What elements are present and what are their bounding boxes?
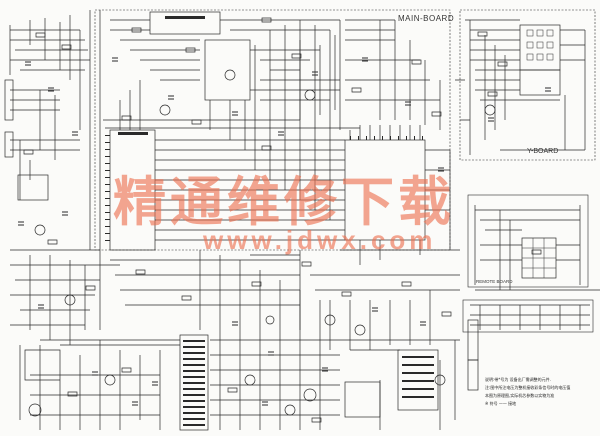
- watermark-url: www.jdwx.com: [203, 225, 437, 255]
- remote-board-label: REMOTE BOARD: [476, 279, 513, 284]
- watermark-text: 精通维修下载: [113, 172, 455, 233]
- keyboard-board-outline: [462, 299, 594, 333]
- y-board-outline: [459, 9, 596, 161]
- left-connector-b: [4, 131, 14, 158]
- note-line-2: 注:图中所注电压为整机接收彩条信号时的电压值: [485, 385, 571, 390]
- tuner-title-bar: [165, 16, 205, 19]
- main-cpu-label-block: [118, 132, 148, 135]
- right-connector-b: [467, 359, 479, 391]
- y-board-label: Y-BOARD: [527, 148, 559, 155]
- crt-socket: [519, 24, 561, 71]
- transistors: [28, 69, 496, 417]
- power-ic: [397, 349, 439, 411]
- capacitors: [18, 57, 551, 406]
- wiring-lower-left: [10, 249, 180, 430]
- wiring-upper-left: [9, 15, 90, 200]
- power-regulator: [344, 381, 381, 418]
- flyback-transformer: [179, 334, 209, 431]
- tuner-module: [149, 11, 221, 35]
- flyback-winding: [183, 340, 205, 426]
- wiring-lower-mid: [110, 255, 460, 430]
- power-ic-fill: [402, 356, 434, 398]
- note-line-1: 说明:带*号为 设备出厂需调整的元件.: [485, 377, 551, 382]
- right-connector-a: [467, 319, 479, 361]
- audio-ic: [204, 39, 251, 101]
- resistors: [23, 17, 542, 423]
- main-board-label: MAIN-BOARD: [398, 14, 455, 23]
- memory-ic: [17, 174, 49, 201]
- schematic-notes: 说明:带*号为 设备出厂需调整的元件. 注:图中所注电压为整机接收彩条信号时的电…: [485, 376, 597, 408]
- crt-pin-grid: [526, 29, 554, 61]
- wiring-y-board: [455, 19, 586, 155]
- remote-board-outline: [467, 194, 589, 288]
- wiring-main-bus: [89, 10, 460, 330]
- wiring-remote-board: [470, 205, 600, 330]
- note-line-4: ※ 符号 —— 接地: [485, 401, 517, 406]
- yboard-connector: [519, 69, 561, 96]
- cpu-pin-ticks: [105, 135, 110, 241]
- note-line-3: 本图为原理图,实际机芯参数以实物为准: [485, 393, 555, 398]
- wiring-upper-mid: [110, 19, 441, 130]
- keypad-grid: [522, 238, 556, 278]
- video-ic-pin-ticks: [350, 136, 423, 140]
